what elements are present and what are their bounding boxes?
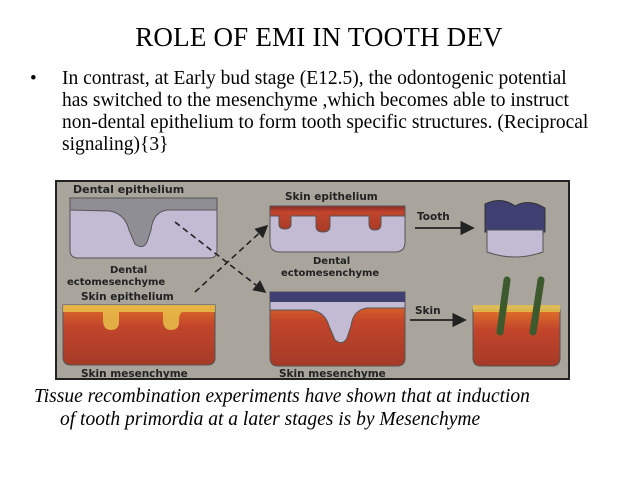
skin-dental-recombinant: [269, 205, 406, 253]
skin-result: [472, 276, 561, 367]
label-skin-epithelium-right: Skin epithelium: [285, 191, 378, 203]
label-skin-mesenchyme-left: Skin mesenchyme: [81, 368, 188, 380]
label-skin: Skin: [415, 305, 441, 317]
bullet-text: In contrast, at Early bud stage (E12.5),…: [62, 68, 589, 155]
figure-caption: Tissue recombination experiments have sh…: [34, 385, 614, 431]
dental-recombinant-left: [69, 197, 218, 259]
slide-title: ROLE OF EMI IN TOOTH DEV: [135, 22, 503, 52]
label-dental-ecto-1: Dental: [110, 265, 147, 276]
caption-line-2: of tooth primordia at a later stages is …: [60, 409, 481, 430]
label-skin-epithelium-left: Skin epithelium: [81, 291, 174, 303]
figure-frame: [55, 180, 570, 380]
label-dental-epithelium: Dental epithelium: [73, 183, 184, 196]
caption-line-1: Tissue recombination experiments have sh…: [34, 386, 530, 407]
dental-skin-recombinant: [269, 291, 406, 367]
label-tooth: Tooth: [417, 211, 450, 223]
bullet-marker: •: [30, 68, 37, 89]
dashed-arrow-down: [174, 221, 267, 293]
label-dental-ecto-right-1: Dental: [313, 256, 350, 267]
bullet-point: • In contrast, at Early bud stage (E12.5…: [30, 68, 590, 156]
label-dental-ecto-2: ectomesenchyme: [67, 277, 165, 288]
figure-illustration: Dental epithelium Dental ectomesenchyme …: [55, 180, 570, 380]
label-dental-ecto-right-2: ectomesenchyme: [281, 268, 379, 279]
skin-recombinant-left: [62, 304, 216, 366]
tooth-result: [484, 200, 546, 258]
dashed-arrow-up: [194, 224, 269, 293]
tissue-recombination-figure: Dental epithelium Dental ectomesenchyme …: [55, 180, 570, 380]
label-skin-mesenchyme-right: Skin mesenchyme: [279, 368, 386, 380]
